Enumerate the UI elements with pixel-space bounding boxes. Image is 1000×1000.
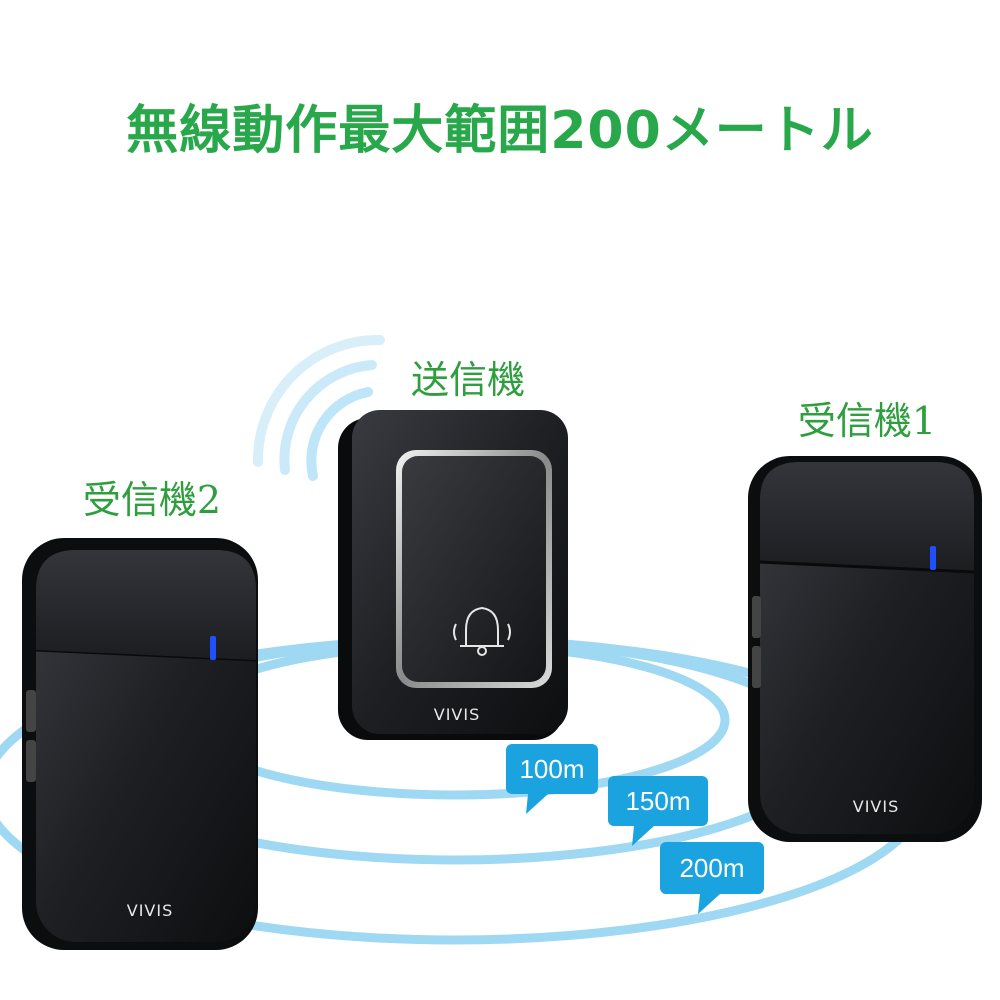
doorbell-icon (453, 606, 511, 656)
receiver-1-label: 受信機1 (798, 399, 936, 443)
side-button (752, 596, 761, 638)
led-indicator (930, 546, 936, 570)
receiver-1: VIVIS (748, 456, 982, 842)
range-bubble-150m: 150m (608, 776, 708, 846)
transmitter: VIVIS (338, 410, 568, 740)
led-indicator (210, 636, 216, 660)
range-label: 100m (519, 754, 584, 784)
brand-logo: VIVIS (853, 797, 899, 816)
range-bubble-100m: 100m (506, 744, 598, 814)
range-label: 150m (625, 786, 690, 816)
receiver-2-label: 受信機2 (83, 478, 221, 522)
brand-logo: VIVIS (127, 901, 173, 920)
transmitter-label: 送信機 (411, 358, 525, 402)
doorbell-button (402, 456, 546, 682)
side-button (26, 740, 36, 782)
brand-logo: VIVIS (434, 705, 480, 724)
headline: 無線動作最大範囲200メートル (126, 101, 874, 161)
receiver-2: VIVIS (22, 538, 258, 950)
range-label: 200m (679, 853, 744, 883)
side-button (752, 646, 761, 688)
range-bubble-200m: 200m (660, 842, 764, 914)
signal-waves (252, 334, 385, 481)
side-button (26, 690, 36, 732)
